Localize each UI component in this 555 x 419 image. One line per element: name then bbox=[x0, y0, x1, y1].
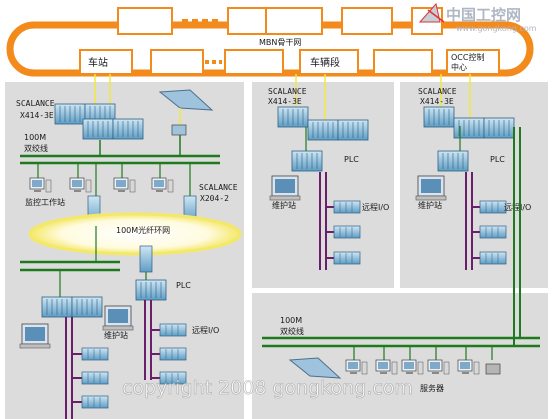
station-x204-label-1: SCALANCE bbox=[199, 183, 238, 192]
occ-switch-label-1: SCALANCE bbox=[418, 87, 457, 96]
occ-io-1 bbox=[479, 200, 507, 214]
station-section: SCALANCE X414-3E 100M 双绞线 监控工作站 SCALANCE… bbox=[16, 74, 242, 419]
station-plc-label: PLC bbox=[176, 281, 191, 290]
station-plc-module-3 bbox=[135, 279, 167, 301]
occ-io-3 bbox=[479, 251, 507, 265]
occ-remote-label: 远程I/O bbox=[504, 203, 531, 212]
occ-switch-module-3 bbox=[483, 117, 515, 139]
station-switch-module-3 bbox=[82, 118, 114, 140]
station-remote-label: 远程I/O bbox=[192, 326, 219, 335]
fiber-ring bbox=[28, 212, 242, 256]
occ-lower-panel bbox=[252, 293, 548, 419]
station-io-1 bbox=[81, 347, 109, 361]
depot-plc-label: PLC bbox=[344, 155, 359, 164]
station-ring-switch-3 bbox=[139, 245, 153, 273]
occ-switch-label-2: X414-3E bbox=[420, 97, 454, 106]
depot-io-1 bbox=[333, 200, 361, 214]
station-switch-label-1: SCALANCE bbox=[16, 99, 55, 108]
occ-handheld bbox=[288, 357, 342, 379]
station-switch-label-2: X414-3E bbox=[20, 111, 54, 120]
depot-io-3 bbox=[333, 251, 361, 265]
occ-plc-label: PLC bbox=[490, 155, 505, 164]
depot-io-2 bbox=[333, 225, 361, 239]
mbn-backbone-ring bbox=[6, 7, 534, 77]
backbone-title: MBN骨干网 bbox=[259, 38, 301, 47]
fiber-ring-label: 100M光纤环网 bbox=[116, 225, 170, 235]
node-station-label: 车站 bbox=[88, 56, 108, 69]
logo-en-text: www.gongkong.com bbox=[456, 24, 537, 33]
station-io-2 bbox=[81, 371, 109, 385]
station-io-3 bbox=[81, 395, 109, 409]
occ-plc-module bbox=[437, 150, 469, 172]
station-cable-label-1: 100M bbox=[24, 133, 46, 142]
depot-plc-module bbox=[291, 150, 323, 172]
depot-maint-laptop bbox=[269, 175, 301, 201]
station-switch-module-4 bbox=[112, 118, 144, 140]
copyright-watermark: copyright 2008 gongkong.com bbox=[122, 377, 413, 399]
occ-cable-label-1: 100M bbox=[280, 316, 302, 325]
station-maint-laptop bbox=[102, 305, 134, 331]
occ-cable-label-2: 双绞线 bbox=[280, 326, 304, 336]
station-maint-laptop-2 bbox=[19, 323, 51, 349]
station-maint-label: 维护站 bbox=[104, 330, 128, 340]
station-workstation-label: 监控工作站 bbox=[25, 197, 65, 207]
node-occ-label-a: OCC控制中心 bbox=[451, 52, 484, 72]
occ-server-label: 服务器 bbox=[420, 383, 444, 393]
depot-switch-label-1: SCALANCE bbox=[268, 87, 307, 96]
occ-printer bbox=[485, 363, 501, 375]
occ-maint-label: 维护站 bbox=[418, 200, 442, 210]
station-io-4 bbox=[159, 323, 187, 337]
depot-remote-label: 远程I/O bbox=[362, 203, 389, 212]
station-x204-label-2: X204-2 bbox=[200, 194, 229, 203]
depot-switch-label-2: X414-3E bbox=[268, 97, 302, 106]
node-depot-label: 车辆段 bbox=[310, 56, 340, 69]
depot-maint-label: 维护站 bbox=[272, 200, 296, 210]
station-plc-module-1 bbox=[41, 296, 73, 318]
station-switch-module-1 bbox=[54, 103, 86, 125]
gongkong-logo: 中国工控网 www.gongkong.com bbox=[418, 2, 537, 33]
depot-switch-module-1 bbox=[277, 106, 309, 128]
station-plc-module-2 bbox=[71, 296, 103, 318]
occ-maint-laptop bbox=[415, 175, 447, 201]
occ-section: SCALANCE X414-3E PLC 维护站 远程I/O 100M 双绞线 bbox=[262, 74, 540, 393]
depot-section: SCALANCE X414-3E PLC 维护站 远程I/O bbox=[268, 74, 389, 270]
occ-switch-module-2 bbox=[453, 117, 485, 139]
depot-switch-module-2 bbox=[307, 119, 339, 141]
station-cable-label-2: 双绞线 bbox=[24, 143, 48, 153]
occ-switch-module-1 bbox=[423, 106, 455, 128]
depot-switch-module-3 bbox=[337, 119, 369, 141]
logo-cn-text: 中国工控网 bbox=[446, 6, 521, 24]
occ-io-2 bbox=[479, 225, 507, 239]
station-io-5 bbox=[159, 347, 187, 361]
